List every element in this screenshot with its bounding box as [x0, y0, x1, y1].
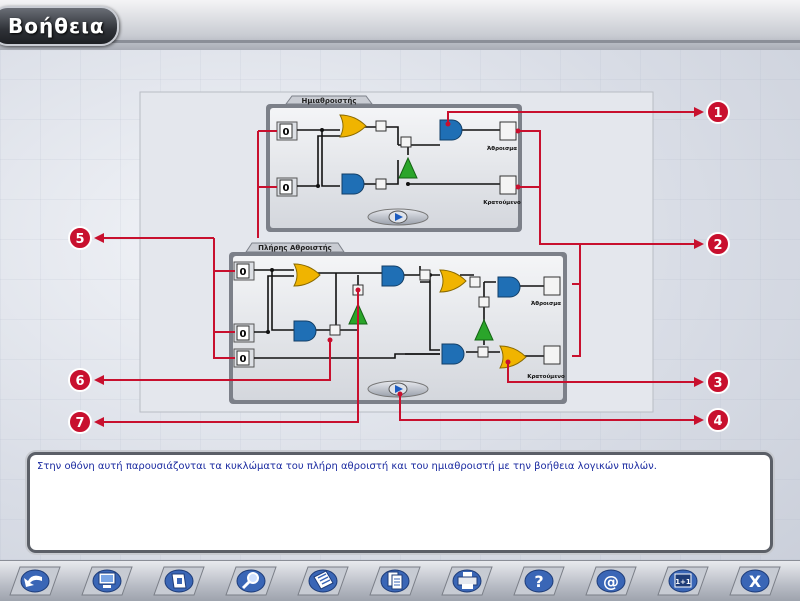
- help-button[interactable]: ?: [506, 565, 566, 597]
- counter-button[interactable]: 1+1: [650, 565, 710, 597]
- search-button[interactable]: [218, 565, 278, 597]
- full-adder-input-b[interactable]: 0: [233, 323, 255, 343]
- full-adder-carry-label: Κρατούμενο: [527, 373, 565, 380]
- callout-3-number: 3: [713, 376, 722, 391]
- callout-4-number: 4: [713, 414, 722, 429]
- callout-5: 5: [68, 226, 92, 250]
- half-adder-title: Ημιαθροιστής: [302, 97, 357, 105]
- half-adder-panel: Ημιαθροιστής 0 0 Άθροισμα: [266, 95, 522, 232]
- book-button[interactable]: [146, 565, 206, 597]
- book-icon: [153, 566, 205, 596]
- half-adder-input-b-value: 0: [283, 183, 290, 194]
- back-button[interactable]: [2, 565, 62, 597]
- at-sign-icon: @: [585, 566, 637, 596]
- play-icon: [395, 213, 403, 221]
- print-button[interactable]: [434, 565, 494, 597]
- half-adder-input-a-value: 0: [283, 127, 290, 138]
- half-adder-play-button[interactable]: [367, 208, 429, 226]
- half-adder-input-a[interactable]: 0: [276, 121, 298, 141]
- magnifier-icon: [225, 566, 277, 596]
- page-title: Βοήθεια: [8, 14, 105, 38]
- title-bar: Βοήθεια: [0, 0, 800, 50]
- full-adder-play-button[interactable]: [367, 380, 429, 398]
- callout-2: 2: [706, 232, 730, 256]
- callout-3: 3: [706, 370, 730, 394]
- callout-arrowheads: [94, 107, 704, 427]
- full-adder-input-a-value: 0: [240, 267, 247, 278]
- notes-icon: [369, 566, 421, 596]
- adder-diagram: Ημιαθροιστής 0 0 Άθροισμα: [68, 91, 730, 434]
- full-adder-input-b-value: 0: [240, 329, 247, 340]
- svg-text:?: ?: [534, 572, 543, 591]
- callout-dots: [327, 121, 521, 397]
- full-adder-sum-label: Άθροισμα: [531, 300, 561, 307]
- title-badge: [0, 6, 119, 46]
- callout-4: 4: [706, 408, 730, 432]
- full-adder-panel: Πλήρης Αθροιστής 0 0 0: [229, 242, 567, 404]
- callout-2-number: 2: [713, 238, 722, 253]
- exit-label: X: [749, 572, 762, 591]
- calculator-icon: [297, 566, 349, 596]
- counter-icon: 1+1: [657, 566, 709, 596]
- back-arrow-icon: [9, 566, 61, 596]
- counter-label: 1+1: [675, 578, 691, 586]
- callout-7: 7: [68, 410, 92, 434]
- half-adder-input-b[interactable]: 0: [276, 177, 298, 197]
- callout-7-number: 7: [75, 416, 84, 431]
- callout-6-number: 6: [75, 374, 84, 389]
- full-adder-input-c[interactable]: 0: [233, 348, 255, 368]
- description-panel: Στην οθόνη αυτή παρουσιάζονται τα κυκλώμ…: [30, 455, 770, 550]
- monitor-button[interactable]: [74, 565, 134, 597]
- close-icon: X: [729, 566, 781, 596]
- description-text: Στην οθόνη αυτή παρουσιάζονται τα κυκλώμ…: [37, 461, 657, 472]
- svg-text:@: @: [603, 572, 619, 591]
- exit-button[interactable]: X: [722, 565, 782, 597]
- email-button[interactable]: @: [578, 565, 638, 597]
- full-adder-input-a[interactable]: 0: [233, 261, 255, 281]
- callout-1: 1: [706, 100, 730, 124]
- bottom-toolbar: ? @ 1+1 X: [0, 560, 800, 601]
- callout-lines: [96, 111, 702, 423]
- full-adder-input-c-value: 0: [240, 354, 247, 365]
- callout-1-number: 1: [713, 106, 722, 121]
- play-icon: [395, 385, 403, 393]
- printer-icon: [441, 566, 493, 596]
- full-adder-title: Πλήρης Αθροιστής: [258, 244, 332, 252]
- callout-6: 6: [68, 368, 92, 392]
- callout-5-number: 5: [75, 232, 84, 247]
- question-icon: ?: [513, 566, 565, 596]
- half-adder-carry-label: Κρατούμενο: [483, 199, 521, 206]
- notes-button[interactable]: [362, 565, 422, 597]
- half-adder-sum-label: Άθροισμα: [487, 145, 517, 152]
- calculator-button[interactable]: [290, 565, 350, 597]
- monitor-icon: [81, 566, 133, 596]
